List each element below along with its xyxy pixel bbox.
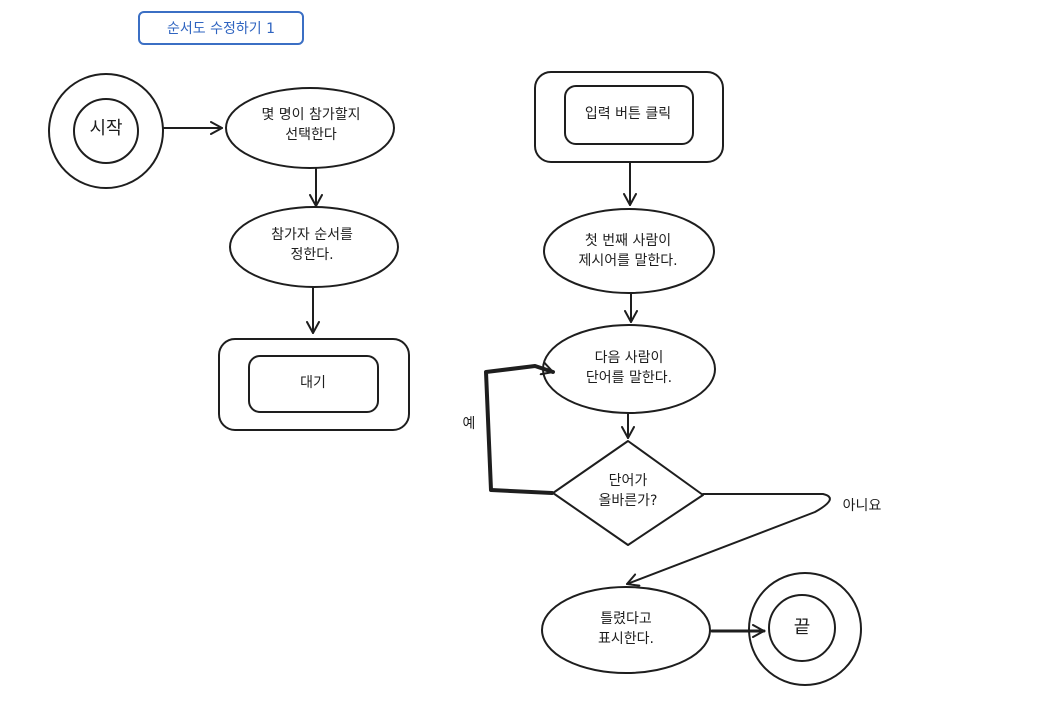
input-click-label: 입력 버튼 클릭 <box>584 106 672 122</box>
title-button[interactable]: 순서도 수정하기 1 <box>138 11 304 45</box>
choose-count-label: 몇 명이 참가할지 선택한다 <box>261 105 360 145</box>
set-order-label-line1: 참가자 순서를 <box>271 227 353 243</box>
next-person-label-line2: 단어를 말한다. <box>585 370 673 386</box>
wait-inner-box <box>248 355 379 413</box>
next-person-label: 다음 사람이 단어를 말한다. <box>586 348 672 388</box>
wrong-node <box>541 586 711 674</box>
end-inner-circle <box>768 594 836 662</box>
set-order-label-line2: 정한다. <box>290 247 334 263</box>
decision-label-line1: 단어가 <box>608 473 648 489</box>
wrong-label-line1: 틀렸다고 <box>600 611 652 627</box>
yes-edge-label: 예 <box>462 416 476 432</box>
start-inner-circle <box>73 98 139 164</box>
wrong-label: 틀렸다고 표시한다. <box>598 609 654 649</box>
decision-node <box>552 440 704 546</box>
start-label: 시작 <box>89 118 123 139</box>
next-person-label-line1: 다음 사람이 <box>594 350 664 366</box>
first-person-label-line2: 제시어를 말한다. <box>578 253 678 269</box>
choose-count-node <box>225 87 395 169</box>
first-person-label: 첫 번째 사람이 제시어를 말한다. <box>578 231 677 271</box>
set-order-label: 참가자 순서를 정한다. <box>271 225 353 265</box>
decision-label-line2: 올바른가? <box>598 493 658 509</box>
first-person-node <box>543 208 715 294</box>
no-edge-label: 아니요 <box>842 498 882 514</box>
decision-label: 단어가 올바른가? <box>599 471 658 511</box>
arrow-decision-yes-loop <box>484 361 555 495</box>
end-label: 끝 <box>793 617 811 638</box>
input-click-outer-box <box>534 71 724 163</box>
input-click-inner-box <box>564 85 694 145</box>
arrow-decision-no <box>626 493 831 587</box>
wait-label: 대기 <box>300 375 326 391</box>
choose-count-label-line2: 선택한다 <box>285 127 337 143</box>
wait-outer-box <box>218 338 410 431</box>
end-outer-circle <box>748 572 862 686</box>
wrong-label-line2: 표시한다. <box>598 631 654 647</box>
choose-count-label-line1: 몇 명이 참가할지 <box>261 107 361 123</box>
first-person-label-line1: 첫 번째 사람이 <box>584 233 672 249</box>
start-outer-circle <box>48 73 164 189</box>
